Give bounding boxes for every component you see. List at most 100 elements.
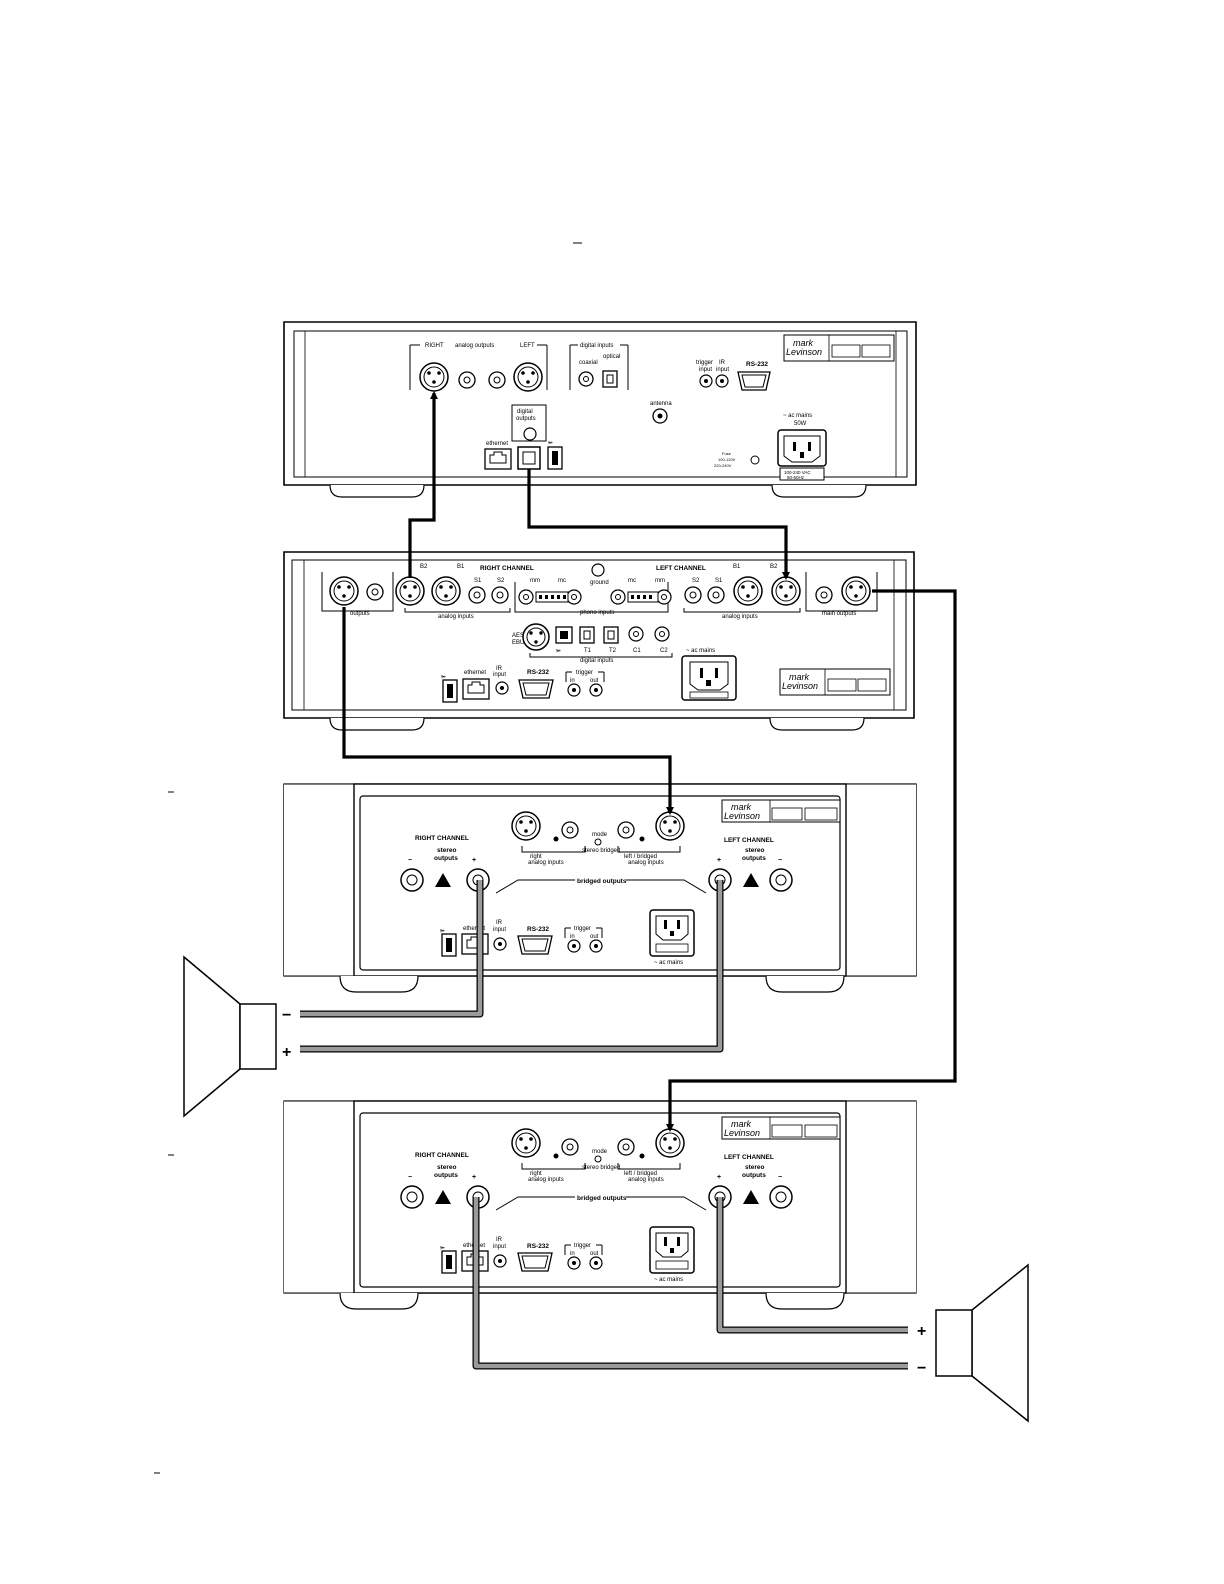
amp2-left-channel-label: LEFT CHANNEL [724, 1154, 774, 1161]
amp1-ac-mains-label: ~ ac mains [654, 960, 683, 966]
amp1-rs232-label: RS-232 [527, 926, 549, 933]
source-ir-label: IR [719, 360, 726, 366]
rca-jack-icon[interactable] [366, 583, 384, 601]
amp2-right-channel-label: RIGHT CHANNEL [415, 1152, 469, 1159]
rca-jack-icon[interactable] [566, 589, 582, 605]
cable-source-right-to-preamp [408, 391, 438, 578]
mode-switch-icon[interactable] [594, 838, 602, 846]
speaker-driver-icon [239, 1003, 277, 1070]
amp1-stereo-label-r: stereo [437, 847, 457, 854]
preamp-mc-label-2: mc [628, 578, 636, 584]
usb-icon: ⭃ [548, 440, 553, 446]
preamp-unit: outputs RIGHT CHANNEL B2 B1 S1 S2 analog… [283, 551, 915, 731]
preamp-ground-label: ground [590, 580, 609, 586]
optical-jack-icon[interactable] [603, 626, 619, 644]
preamp-left-channel-label: LEFT CHANNEL [656, 565, 706, 572]
preamp-s1-label: S1 [474, 578, 482, 584]
fuse-icon [750, 455, 760, 465]
rca-jack-icon[interactable] [656, 589, 672, 605]
preamp-trigger-in-label: in [570, 678, 575, 684]
amp2-plus-l: + [717, 1174, 721, 1181]
coaxial-jack-icon[interactable] [578, 371, 594, 387]
speaker-right-plus-label: + [917, 1323, 926, 1340]
amp1-ir-input-label: input [493, 927, 506, 933]
usb-icon: ⭃ [556, 648, 561, 654]
ground-post-icon[interactable] [591, 563, 605, 577]
rca-jack-icon[interactable] [458, 371, 476, 389]
rca-jack-icon[interactable] [815, 586, 833, 604]
digital-coax-output-icon[interactable] [523, 427, 537, 441]
source-optical-label: optical [603, 354, 620, 360]
amp1-plus-l: + [717, 857, 721, 864]
ethernet-port-icon[interactable] [462, 678, 490, 700]
brand-logo-line1: mark [731, 1119, 751, 1129]
preamp-b2-label-2: B2 [770, 564, 778, 570]
rca-jack-icon[interactable] [518, 589, 534, 605]
rca-jack-icon[interactable] [617, 1138, 635, 1156]
usb-icon: ⭃ [441, 674, 446, 680]
amp1-right-channel-label: RIGHT CHANNEL [415, 835, 469, 842]
binding-post-icon[interactable] [769, 868, 793, 892]
amp1-stereo-bridged-label: stereo bridged [582, 848, 620, 854]
ac-inlet-icon[interactable] [777, 429, 827, 467]
preamp-ir-input-label: input [493, 672, 506, 678]
rca-jack-icon[interactable] [491, 586, 509, 604]
rca-jack-icon[interactable] [684, 586, 702, 604]
amp1-stereo-label-l: stereo [745, 847, 765, 854]
amp1-minus-l: − [778, 857, 782, 864]
rs232-port-icon[interactable] [518, 679, 554, 699]
coaxial-jack-icon[interactable] [654, 626, 670, 642]
amp2-ir-label: IR [496, 1237, 503, 1243]
amp2-left-bridged-label: left / bridged [624, 1171, 657, 1177]
amp2-trigger-in-label: in [570, 1251, 575, 1257]
preamp-t2-label: T2 [609, 648, 617, 654]
amp2-stereo-label-r: stereo [437, 1164, 457, 1171]
warning-icon [743, 1190, 759, 1204]
rca-jack-icon[interactable] [488, 371, 506, 389]
preamp-s2-label-2: S2 [692, 578, 700, 584]
binding-post-icon[interactable] [769, 1185, 793, 1209]
source-fuse-text-2: 100-120V [718, 457, 736, 462]
amp2-trigger-label: trigger [574, 1243, 591, 1249]
preamp-trigger-label: trigger [576, 670, 593, 676]
source-ir-input-label: input [716, 367, 729, 373]
optical-jack-icon[interactable] [602, 370, 618, 388]
amp2-plus-r: + [472, 1174, 476, 1181]
rca-jack-icon[interactable] [561, 821, 579, 839]
brand-logo-line2: Levinson [782, 681, 818, 691]
ac-inlet-icon[interactable] [681, 655, 737, 701]
usb-icon: ⭃ [440, 1245, 445, 1251]
preamp-rs232-label: RS-232 [527, 669, 549, 676]
rs232-port-icon[interactable] [517, 1252, 553, 1272]
ethernet-port-icon[interactable] [484, 448, 512, 470]
source-fuse-text-3: 220-240V [714, 463, 732, 468]
amp1-trigger-in-label: in [570, 934, 575, 940]
optical-jack-icon[interactable] [579, 626, 595, 644]
amplifier-2: RIGHT CHANNEL LEFT CHANNEL stereo output… [283, 1100, 917, 1310]
rca-jack-icon[interactable] [561, 1138, 579, 1156]
binding-post-icon[interactable] [400, 868, 424, 892]
source-watts-label: 50W [794, 421, 807, 427]
preamp-ethernet-label: ethernet [464, 670, 486, 676]
source-antenna-label: antenna [650, 401, 672, 407]
rca-jack-icon[interactable] [707, 586, 725, 604]
rs232-port-icon[interactable] [737, 371, 771, 391]
rca-jack-icon[interactable] [610, 589, 626, 605]
rs232-port-icon[interactable] [517, 935, 553, 955]
cable-source-digital-to-preamp [527, 469, 790, 580]
digital-optical-output-icon[interactable] [517, 446, 541, 470]
coaxial-jack-icon[interactable] [628, 626, 644, 642]
speaker-left: − + [183, 955, 291, 1118]
preamp-aes-label-2: EBU [512, 640, 524, 646]
preamp-b1-label: B1 [457, 564, 465, 570]
brand-logo-line1: mark [789, 672, 809, 682]
amp1-left-bridged-label: left / bridged [624, 854, 657, 860]
rca-jack-icon[interactable] [617, 821, 635, 839]
rca-jack-icon[interactable] [468, 586, 486, 604]
binding-post-icon[interactable] [400, 1185, 424, 1209]
mode-switch-icon[interactable] [594, 1155, 602, 1163]
amp1-right-label: right [530, 854, 542, 860]
preamp-b2-label: B2 [420, 564, 428, 570]
speaker-left-plus-label: + [282, 1044, 291, 1061]
amplifier-1: RIGHT CHANNEL LEFT CHANNEL stereo output… [283, 783, 917, 993]
